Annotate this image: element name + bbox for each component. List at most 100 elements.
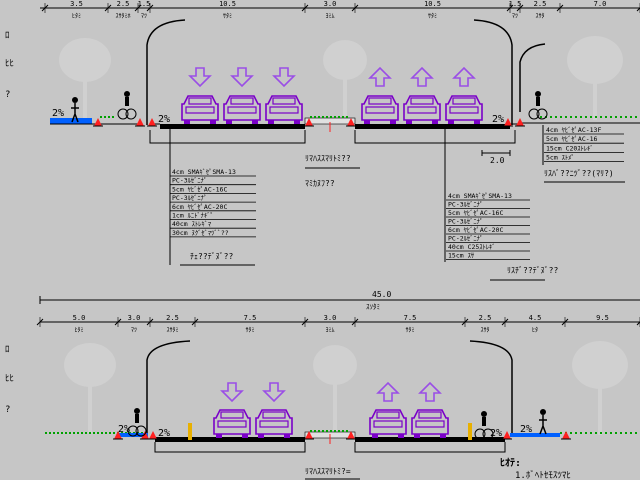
layer-label: 15cm C20ｽﾄﾚｷﾞ [546, 144, 594, 152]
cyclist-icon [117, 91, 137, 120]
warning-cone-icon [304, 118, 314, 127]
warning-cone-icon [515, 118, 525, 127]
background-trees [59, 36, 628, 435]
side-mark: ? [5, 90, 10, 100]
side-layer-caption: ﾘｽﾊﾞ??ﾆﾂﾞ??(ﾏﾘ?) [544, 169, 614, 178]
section1-side-marks: ﾛ ﾋﾋ ? [5, 31, 14, 100]
car-icon [213, 409, 251, 438]
slope-label: 2% [158, 428, 170, 439]
dim-tick [636, 321, 640, 326]
dim-value: 7.5 [244, 314, 257, 322]
total-width: 45.0 [372, 290, 391, 299]
car-icon [223, 95, 261, 124]
section1-vehicles [181, 66, 483, 124]
side-mark: ﾋﾋ [5, 373, 14, 384]
car-icon [369, 409, 407, 438]
dim-sub: ｻﾀﾐ [405, 327, 414, 334]
note-line: 1.ﾎﾞﾍﾄｾﾓｽﾂﾏﾋ [515, 470, 571, 480]
left-layer-caption: ﾁｪ??ﾃﾞﾇﾞ?? [190, 252, 233, 261]
slope-label: 2% [158, 114, 170, 125]
dim-sub: ｽｻﾀ [535, 13, 544, 20]
section2-vehicles [213, 381, 449, 438]
dim-tick [636, 7, 640, 12]
arrow-up-icon [452, 66, 476, 87]
side-mark: ﾋﾋ [5, 58, 14, 69]
dim-value: 1.5 [509, 0, 522, 8]
warning-cone-icon [502, 431, 512, 440]
dim-sub: ﾖﾐﾑ [325, 13, 334, 20]
bollard-icon [188, 423, 192, 440]
layer-label: 4cm SMAｷﾞｾﾟSMA-13 [172, 168, 236, 176]
slope-label: 2% [520, 424, 532, 435]
car-icon [265, 95, 303, 124]
arrow-down-icon [188, 67, 212, 88]
layer-label: 1cm ﾙﾆﾄﾞﾅｷﾞﾟ [172, 212, 214, 220]
warning-cone-icon [346, 118, 356, 127]
car-icon [411, 409, 449, 438]
layer-label: 4cm ﾔﾋﾞｾﾟAC-13F [546, 126, 601, 134]
layer-label: 40cm C25ｽﾄﾚｷﾞ [448, 243, 496, 251]
tree-icon [567, 36, 623, 120]
right-layer-caption: ﾘｽﾁﾞ??ﾃﾞﾇﾞ?? [507, 266, 558, 275]
dim-value: 9.5 [596, 314, 609, 322]
side-mark: ﾛ [5, 31, 10, 41]
slope-label: 2% [492, 114, 504, 125]
layer-label: PC-3ﾙｾﾞﾆﾅﾟ [448, 218, 483, 226]
dim-value: 10.5 [219, 0, 236, 8]
dim-value: 2.5 [479, 314, 492, 322]
tree-icon [313, 345, 357, 431]
dim-sub: ﾏﾂ [512, 13, 518, 20]
dim-value: 2.5 [117, 0, 130, 8]
layer-label: PC-3ﾙｾﾞﾆﾅﾟ [448, 201, 483, 209]
layer-label: 15cm ｽｻ [448, 252, 474, 260]
side-mark: ? [5, 405, 10, 415]
median-label: ﾘﾏﾊｽｽﾏﾘﾄﾐ?= [305, 467, 351, 476]
dim-value: 3.5 [70, 0, 83, 8]
section2-total-dimension: 45.0 ｽｿﾀﾐ [39, 290, 640, 323]
section2-slopes: 2% 2% 2% 2% [118, 424, 532, 439]
dim-value: 3.0 [128, 314, 141, 322]
cyclist-icon [528, 91, 548, 120]
street-lamp-icon [473, 19, 513, 125]
arrow-down-icon [220, 382, 244, 403]
section2-side-marks: ﾛ ﾋﾋ ? [5, 345, 14, 415]
street-lamp-icon [469, 340, 513, 435]
dim-sub: ﾖﾐﾑ [325, 327, 334, 334]
dim-sub: ｻﾀﾐ [223, 13, 232, 20]
median-sublabel: ﾏﾐｶﾇﾌ?? [305, 179, 335, 188]
layer-label: 5cm ﾔﾋﾞｾﾟAC-16 [546, 135, 598, 143]
dim-sub: ｽｻﾀﾐﾎ [115, 13, 130, 20]
side-mark: ﾛ [5, 345, 10, 355]
slope-label: 2% [490, 428, 502, 439]
arrow-down-icon [272, 67, 296, 88]
gap-dimension: 2.0 [490, 156, 505, 165]
pedestrian-icon [539, 409, 547, 435]
pedestrian-icon [71, 97, 79, 123]
dim-value: 2.5 [166, 314, 179, 322]
dim-sub: ｻﾀﾐ [428, 13, 437, 20]
cyclist-icon [474, 411, 494, 440]
layer-label: 5cm ｽﾄﾒﾟ [546, 154, 575, 162]
dim-sub: ﾋﾀﾐ [72, 13, 81, 20]
warning-cone-icon [561, 431, 571, 440]
dim-value: 3.0 [324, 314, 337, 322]
car-icon [255, 409, 293, 438]
layer-label: 40cm ｽﾄﾚｷﾞﾏ [172, 220, 212, 228]
street-lamp-icon [146, 19, 186, 125]
section2-road-surface [45, 430, 640, 453]
arrow-up-icon [410, 66, 434, 87]
layer-label: 4cm SMAｷﾞｾﾟSMA-13 [448, 192, 512, 200]
tree-icon [572, 341, 628, 435]
total-width-label: ｽｿﾀﾐ [366, 303, 380, 311]
section2-warning-cones [113, 431, 571, 440]
layer-label: 30cm ﾇｸﾞｾﾞﾏﾂﾞﾞ?? [172, 229, 229, 237]
dim-value: 5.0 [73, 314, 86, 322]
tree-icon [59, 38, 111, 118]
car-icon [361, 95, 399, 124]
street-lamp-icon [146, 340, 191, 435]
dim-sub: ﾋﾀ [532, 327, 538, 334]
